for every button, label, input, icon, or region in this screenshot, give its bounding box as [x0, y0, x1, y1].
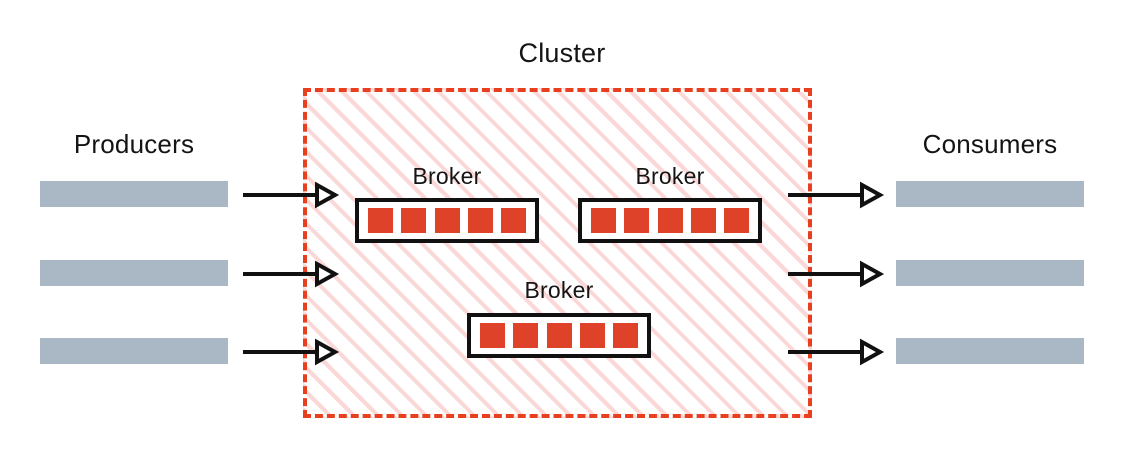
producer-node-1[interactable]	[40, 181, 228, 207]
producer-node-2[interactable]	[40, 260, 228, 286]
broker-3[interactable]	[467, 313, 651, 358]
arrow-cluster-to-consumer-3	[788, 338, 885, 366]
consumer-node-3[interactable]	[896, 338, 1084, 364]
broker-3-partition-5	[613, 323, 638, 348]
broker-1-partition-1	[368, 208, 393, 233]
broker-2-label: Broker	[635, 163, 705, 189]
broker-3-partition-4	[579, 323, 605, 348]
broker-3-partition-2	[513, 323, 539, 348]
arrow-producer-1-to-cluster	[243, 181, 340, 209]
cluster-title: Cluster	[518, 38, 606, 68]
broker-1-label: Broker	[412, 163, 482, 189]
broker-2-partition-5	[724, 208, 749, 233]
broker-1-partition-5	[501, 208, 526, 233]
broker-1-partition-3	[434, 208, 460, 233]
broker-2-partition-3	[657, 208, 683, 233]
producer-node-3[interactable]	[40, 338, 228, 364]
broker-2[interactable]	[578, 198, 762, 243]
broker-1-partition-2	[401, 208, 427, 233]
broker-3-partition-3	[546, 323, 572, 348]
broker-2-partition-2	[624, 208, 650, 233]
consumer-node-2[interactable]	[896, 260, 1084, 286]
broker-3-partition-1	[480, 323, 505, 348]
arrow-producer-2-to-cluster	[243, 260, 340, 288]
broker-1-partition-4	[467, 208, 493, 233]
cluster-boundary	[303, 88, 812, 418]
broker-2-partition-1	[591, 208, 616, 233]
producers-group-label: Producers	[73, 129, 195, 159]
consumer-node-1[interactable]	[896, 181, 1084, 207]
consumers-group-label: Consumers	[922, 129, 1058, 159]
arrow-cluster-to-consumer-2	[788, 260, 885, 288]
arrow-producer-3-to-cluster	[243, 338, 340, 366]
broker-1[interactable]	[355, 198, 539, 243]
arrow-cluster-to-consumer-1	[788, 181, 885, 209]
broker-3-label: Broker	[524, 277, 594, 303]
broker-2-partition-4	[690, 208, 716, 233]
